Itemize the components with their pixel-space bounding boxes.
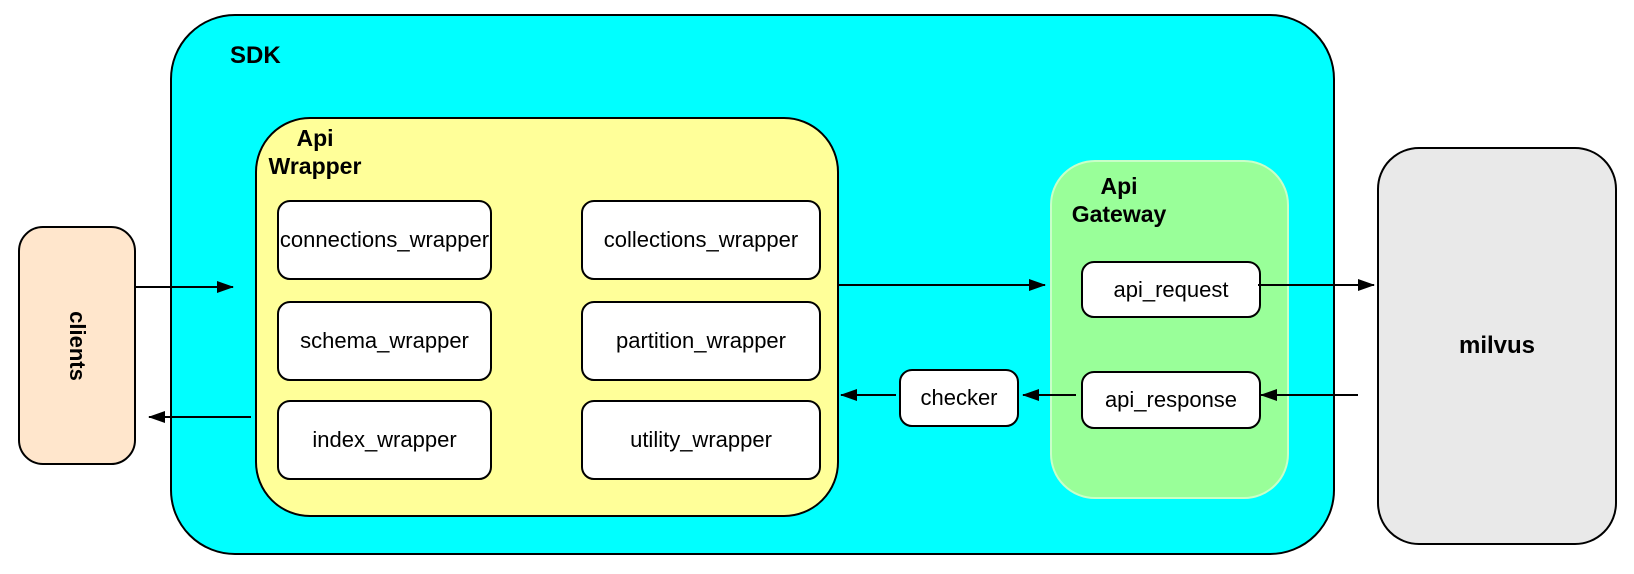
clients-label: clients [64, 310, 90, 381]
api-gateway-container: Api Gateway api_request api_response [1050, 160, 1289, 499]
api-wrapper-container: Api Wrapper connections_wrapper collecti… [255, 117, 839, 517]
api-wrapper-label-line1: Api [296, 125, 334, 151]
api-request-box: api_request [1081, 261, 1261, 318]
api-gateway-label-line1: Api [1100, 173, 1138, 199]
wrapper-box-partition: partition_wrapper [581, 301, 821, 381]
api-wrapper-label-line2: Wrapper [268, 153, 362, 179]
milvus-node: milvus [1377, 147, 1617, 545]
checker-node: checker [899, 369, 1019, 427]
wrapper-box-utility: utility_wrapper [581, 400, 821, 480]
wrapper-box-collections: collections_wrapper [581, 200, 821, 280]
sdk-label: SDK [230, 42, 281, 69]
api-response-box: api_response [1081, 371, 1261, 429]
api-gateway-label: Api Gateway [1064, 172, 1174, 228]
wrapper-box-index: index_wrapper [277, 400, 492, 480]
api-gateway-label-line2: Gateway [1071, 201, 1167, 227]
sdk-container: SDK Api Wrapper connections_wrapper coll… [170, 14, 1335, 555]
clients-node: clients [18, 226, 136, 465]
wrapper-box-connections: connections_wrapper [277, 200, 492, 280]
wrapper-box-schema: schema_wrapper [277, 301, 492, 381]
api-wrapper-label: Api Wrapper [265, 124, 365, 180]
